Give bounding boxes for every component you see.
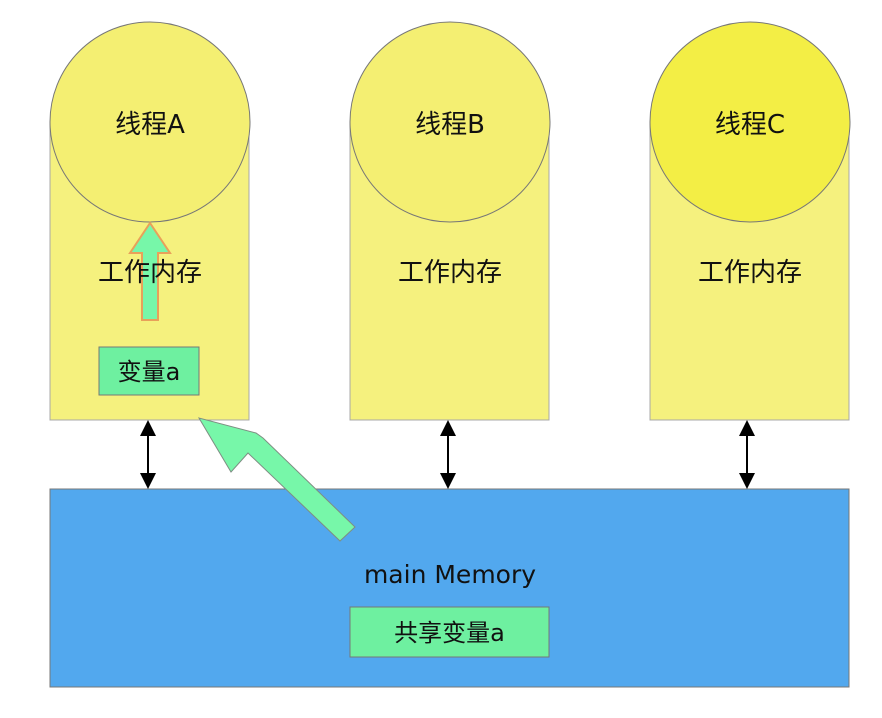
main-memory-label: main Memory	[363, 560, 537, 589]
thread-c-title: 线程C	[714, 110, 786, 140]
thread-c-working-memory-label: 工作内存	[697, 258, 802, 288]
shared-variable-box	[349, 606, 550, 658]
shared-variable-label: 共享变量a	[394, 619, 505, 647]
thread-a-variable-box	[98, 346, 200, 396]
thread-c-circle	[649, 21, 851, 223]
thread-b-working-memory-label: 工作内存	[397, 258, 502, 288]
load-arrow-main-to-working	[197, 417, 356, 542]
thread-a-working-memory-label: 工作内存	[97, 258, 202, 288]
thread-a-title: 线程A	[115, 110, 185, 140]
read-arrow-variable-to-thread	[128, 221, 172, 321]
thread-b-title: 线程B	[415, 110, 485, 140]
thread-a-variable-label: 变量a	[117, 358, 181, 386]
thread-b-circle	[349, 21, 551, 223]
